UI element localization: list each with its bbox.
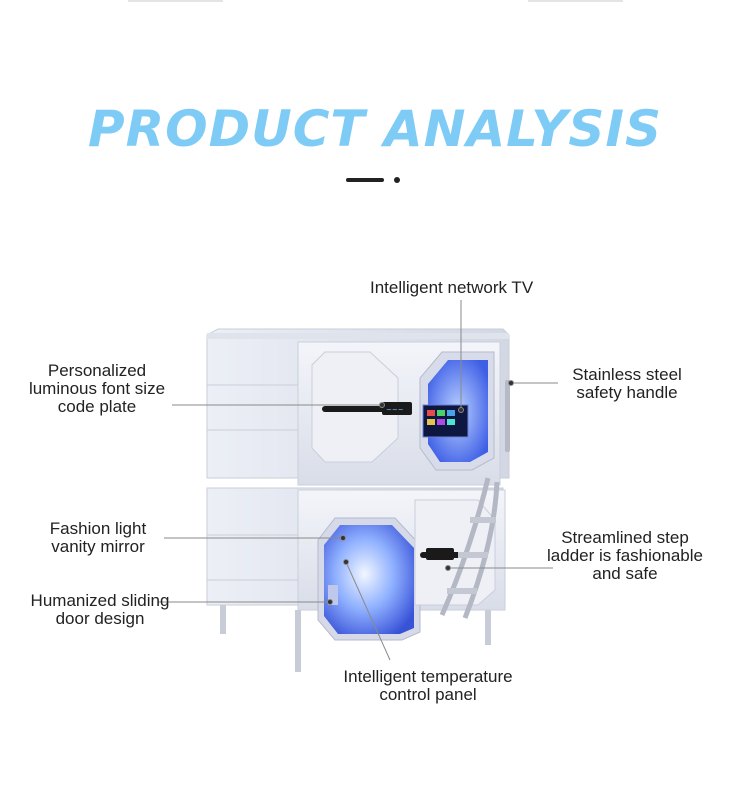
callout-lines bbox=[158, 300, 558, 661]
svg-text:~~~: ~~~ bbox=[386, 406, 404, 414]
top-pod: ~~~ bbox=[206, 328, 510, 486]
label-vanity-mirror: Fashion light vanity mirror bbox=[49, 519, 147, 556]
label-network-tv: Intelligent network TV bbox=[370, 278, 534, 297]
label-safety-handle: Stainless steel safety handle bbox=[572, 365, 682, 402]
top-rule-left bbox=[128, 0, 223, 2]
label-sliding-door: Humanized sliding door design bbox=[30, 591, 170, 628]
label-code-plate: Personalized luminous font size code pla… bbox=[28, 361, 166, 416]
top-rule-right bbox=[528, 0, 623, 2]
title-divider-dot bbox=[394, 177, 400, 183]
bottom-pod bbox=[206, 477, 506, 641]
label-temperature-panel: Intelligent temperature control panel bbox=[343, 667, 513, 704]
title-divider-dash bbox=[346, 178, 384, 182]
label-step-ladder: Streamlined step ladder is fashionable a… bbox=[547, 528, 703, 583]
page-title: PRODUCT ANALYSIS bbox=[87, 100, 663, 158]
